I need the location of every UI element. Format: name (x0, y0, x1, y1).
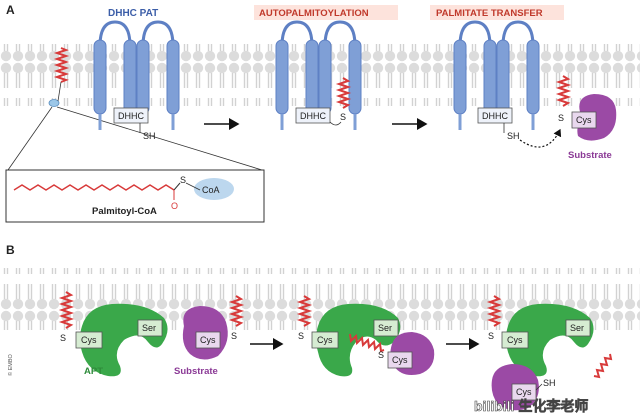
palmitate-chain-substrate-a (555, 75, 572, 107)
s-label-2: S (340, 112, 346, 122)
apt-cys-box-1 (75, 331, 103, 349)
apt-cys-label-1: Cys (81, 335, 97, 345)
oxygen-label: O (171, 201, 178, 211)
thioester-bond (173, 182, 181, 191)
dhhc-pat-protein-2 (275, 20, 362, 130)
panel-b-letter: B (6, 243, 15, 257)
palmitoyl-coa-label: Palmitoyl-CoA (92, 206, 157, 217)
fatty-acid-chain (13, 184, 175, 191)
apt-palmitate-3 (486, 295, 503, 327)
substrate-a-shape (577, 94, 617, 141)
dhhc-box-3-label: DHHC (482, 111, 508, 121)
dhhc-box-3 (477, 107, 513, 124)
sh-label-1: SH (143, 131, 156, 141)
s-label-substrate-a: S (558, 113, 564, 123)
apt-s-label-1: S (60, 333, 66, 343)
apt-cys-box-2 (311, 331, 339, 349)
dhhc-pat-protein-3 (453, 20, 540, 130)
substrate-a-label: Substrate (568, 150, 612, 161)
substrate-b2-cys-label: Cys (392, 355, 408, 365)
apt-palmitate-1 (58, 291, 75, 329)
substrate-b1-cys-label: Cys (200, 335, 216, 345)
substrate-b3-sh-label: SH (543, 378, 556, 388)
coa-label: CoA (202, 185, 220, 195)
apt-cys-label-2: Cys (317, 335, 333, 345)
apt-label: APT (84, 366, 103, 377)
s-coa-bond (185, 182, 201, 191)
apt-cys-box-3 (501, 331, 529, 349)
sh-label-3: SH (507, 131, 520, 141)
coa-bubble (194, 178, 234, 200)
dhhc-box-2-label: DHHC (300, 111, 326, 121)
substrate-b1-palmitate (228, 295, 245, 327)
dhhc-pat-title: DHHC PAT (108, 8, 158, 19)
substrate-b3-cys-label: Cys (516, 387, 532, 397)
apt-ser-box-3 (565, 319, 591, 337)
substrate-b2-s-label: S (378, 350, 384, 360)
zoom-line-left (7, 106, 53, 171)
apt-cys-label-3: Cys (507, 335, 523, 345)
autopalmitoylation-label-bg (254, 5, 398, 20)
apt-ser-label-2: Ser (378, 323, 392, 333)
substrate-b1-label: Substrate (174, 366, 218, 377)
zoom-line-right (56, 106, 263, 171)
apt-ser-box-2 (373, 319, 399, 337)
autopalmitoylation-title: AUTOPALMITOYLATION (259, 8, 369, 19)
released-palmitate (593, 353, 613, 379)
palmitate-transfer-title: PALMITATE TRANSFER (436, 8, 543, 19)
apt-palmitate-2 (296, 295, 313, 327)
dhhc-box-1 (113, 107, 149, 124)
dhhc-box-2 (295, 107, 331, 124)
s-bond-2 (329, 121, 342, 126)
substrate-b3-cys-box (511, 383, 537, 401)
palmitoyl-coa-in-membrane (48, 47, 70, 107)
cys-box-substrate-a (571, 111, 597, 129)
dhhc-pat-protein-1 (93, 20, 180, 130)
apt-s-label-3: S (488, 331, 494, 341)
apt-ser-box-1 (137, 319, 163, 337)
substrate-b1-s-label: S (231, 331, 237, 341)
substrate-b2-cys-box (387, 351, 413, 369)
watermark: bilibili 生化李老师 (474, 398, 588, 414)
copyright-embo: © EMBO (7, 354, 14, 376)
palmitate-transfer-label-bg (430, 5, 564, 20)
substrate-b2-palmitate-diagonal (349, 333, 385, 353)
palmitate-chain-2 (335, 77, 352, 109)
apt-ser-label-1: Ser (142, 323, 156, 333)
panel-a-letter: A (6, 3, 15, 17)
substrate-b1-cys-box (195, 331, 221, 349)
dhhc-box-1-label: DHHC (118, 111, 144, 121)
apt-s-label-2: S (298, 331, 304, 341)
cys-label-substrate-a: Cys (576, 115, 592, 125)
substrate-b3-sh-bond (535, 383, 543, 391)
coa-s-label: S (180, 175, 186, 185)
transfer-dotted-arrow (519, 128, 562, 148)
apt-ser-label-3: Ser (570, 323, 584, 333)
